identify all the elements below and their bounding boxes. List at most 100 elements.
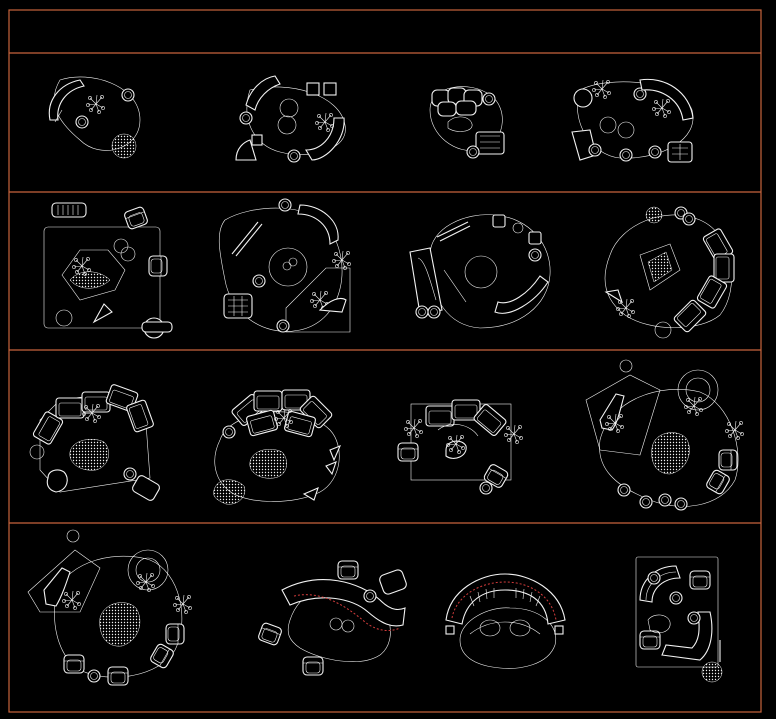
armchair-icon bbox=[337, 560, 359, 580]
area-rug-icon bbox=[249, 449, 287, 479]
layout-r4-c4 bbox=[635, 556, 723, 683]
layout-r2-c2 bbox=[218, 198, 351, 333]
sectional-sofa-icon bbox=[425, 399, 508, 438]
potted-plant-icon bbox=[86, 94, 105, 114]
potted-plant-icon bbox=[173, 594, 192, 614]
layout-r2-c4 bbox=[604, 206, 735, 339]
stool-icon bbox=[276, 319, 290, 333]
stool-icon bbox=[639, 495, 653, 509]
area-rug-icon bbox=[639, 243, 681, 291]
stool-icon bbox=[619, 148, 633, 162]
side-table-icon bbox=[111, 133, 137, 159]
layout-r3-c2 bbox=[213, 389, 342, 505]
potted-plant-icon bbox=[684, 396, 703, 416]
sofa-icon bbox=[51, 202, 87, 218]
armchair-icon bbox=[604, 289, 624, 304]
stool-icon bbox=[239, 111, 253, 125]
layout-r4-c1 bbox=[27, 529, 192, 686]
layout-r3-c4 bbox=[585, 359, 744, 511]
layout-r3-c1 bbox=[29, 383, 160, 501]
armchair-icon bbox=[165, 623, 185, 645]
stool-icon bbox=[669, 591, 683, 605]
sectional-sofa-icon bbox=[661, 611, 713, 661]
armchair-icon bbox=[325, 444, 342, 476]
stool-icon bbox=[687, 611, 701, 625]
potted-plant-icon bbox=[62, 590, 81, 610]
coffee-table-icon bbox=[268, 247, 308, 287]
stool-icon bbox=[278, 198, 292, 212]
stool-icon bbox=[427, 305, 441, 319]
layout-r1-c2 bbox=[235, 75, 346, 163]
curved-sofa-icon bbox=[281, 579, 406, 627]
armchair-icon bbox=[148, 255, 168, 277]
curved-sofa-icon bbox=[639, 78, 694, 121]
armchair-icon bbox=[302, 656, 324, 676]
stool-icon bbox=[415, 305, 429, 319]
stool-icon bbox=[222, 425, 236, 439]
layout-r1-c1 bbox=[48, 76, 141, 159]
stool-icon bbox=[466, 145, 480, 159]
coffee-table-icon bbox=[464, 255, 498, 289]
armchair-icon bbox=[235, 139, 257, 161]
coffee-table-icon bbox=[647, 614, 671, 634]
coffee-table-icon bbox=[651, 432, 690, 475]
armchair-icon bbox=[256, 621, 284, 647]
side-table-icon bbox=[528, 231, 542, 245]
armchair-icon bbox=[107, 666, 129, 686]
potted-plant-icon bbox=[725, 420, 744, 440]
coffee-table-icon bbox=[447, 116, 473, 132]
curved-sofa-icon bbox=[445, 573, 566, 625]
armchair-icon bbox=[122, 205, 150, 231]
potted-plant-icon bbox=[315, 112, 334, 132]
potted-plant-icon bbox=[504, 424, 523, 444]
stool-icon bbox=[123, 467, 137, 481]
curved-sofa-icon bbox=[639, 565, 681, 603]
layout-r2-c3 bbox=[409, 214, 551, 329]
armchair-icon bbox=[148, 642, 176, 670]
chaise-lounge-icon bbox=[409, 247, 443, 315]
area-rug-icon bbox=[61, 249, 126, 301]
armchair-icon bbox=[63, 654, 85, 674]
coffee-table-icon bbox=[329, 617, 343, 631]
potted-plant-icon bbox=[404, 418, 423, 438]
curved-sofa-icon bbox=[297, 204, 339, 245]
chaise-lounge-icon bbox=[92, 303, 113, 324]
stool-icon bbox=[121, 88, 135, 102]
layout-r4-c2 bbox=[256, 560, 407, 676]
stool-icon bbox=[674, 497, 688, 511]
armchair-icon bbox=[689, 570, 711, 590]
coffee-table-icon bbox=[445, 440, 467, 459]
area-rug-icon bbox=[69, 439, 109, 471]
potted-plant-icon bbox=[332, 250, 351, 270]
curved-sofa-icon bbox=[494, 275, 549, 314]
potted-plant-icon bbox=[645, 206, 663, 224]
stool-icon bbox=[482, 92, 496, 106]
stool-icon bbox=[75, 115, 89, 129]
stool-icon bbox=[617, 483, 631, 497]
stool-icon bbox=[682, 212, 696, 226]
armchair-icon bbox=[46, 469, 68, 493]
stool-icon bbox=[528, 248, 542, 262]
layout-r2-c1 bbox=[43, 202, 173, 339]
side-table-icon bbox=[127, 549, 169, 591]
armchair-icon bbox=[475, 131, 505, 155]
armchair-icon bbox=[397, 442, 419, 462]
armchair-icon bbox=[639, 630, 661, 650]
coffee-table-icon bbox=[99, 602, 141, 647]
stool-icon bbox=[658, 493, 672, 507]
stool-icon bbox=[287, 149, 301, 163]
stool-icon bbox=[588, 143, 602, 157]
stool-icon bbox=[363, 589, 377, 603]
armchair-icon bbox=[667, 141, 693, 163]
sectional-sofa-icon bbox=[431, 87, 483, 117]
stool-icon bbox=[252, 274, 266, 288]
stool-icon bbox=[648, 145, 662, 159]
area-rug-icon bbox=[27, 549, 101, 613]
curved-sofa-icon bbox=[305, 117, 345, 161]
area-rug-icon bbox=[585, 374, 661, 456]
potted-plant-icon bbox=[616, 298, 635, 318]
stool-icon bbox=[647, 571, 661, 585]
sectional-sofa-icon bbox=[672, 227, 735, 334]
layout-r3-c3 bbox=[397, 399, 523, 495]
